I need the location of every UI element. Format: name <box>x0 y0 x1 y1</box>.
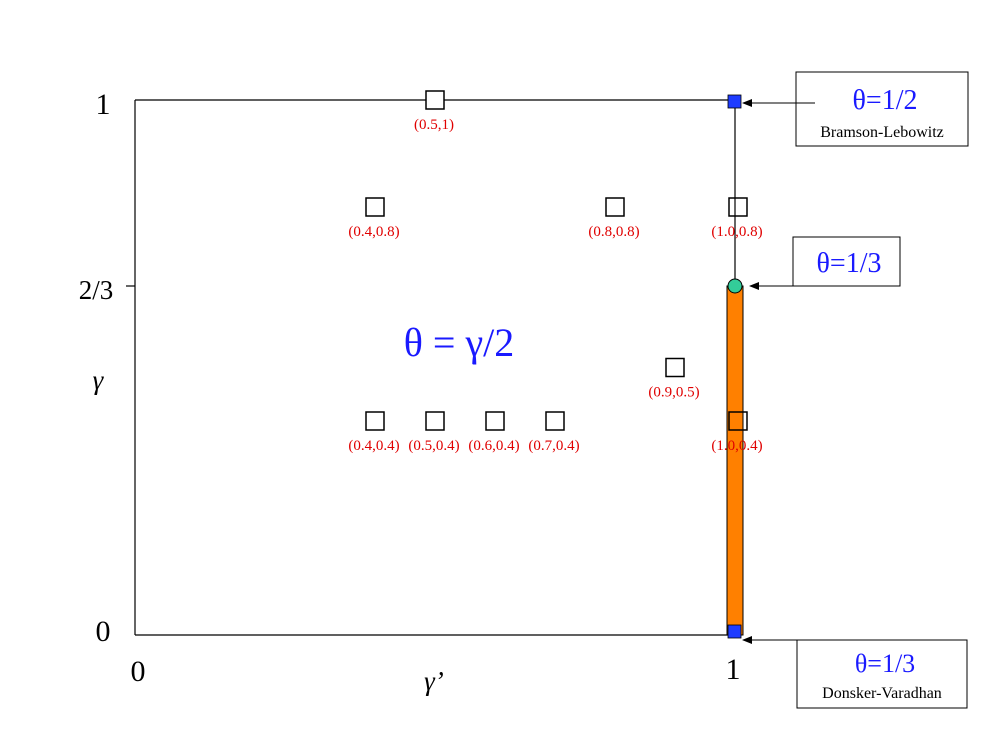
point-marker-8 <box>545 411 565 431</box>
callout-middle-box <box>792 236 901 287</box>
point-marker-4 <box>665 357 685 378</box>
point-marker-6 <box>425 411 445 431</box>
point-label-4: (0.9,0.5) <box>648 385 699 401</box>
callout-top-box <box>795 71 969 147</box>
point-label-5: (0.4,0.4) <box>348 438 399 454</box>
callout-donsker-varadhan: θ=1/3 Donsker-Varadhan <box>796 639 968 709</box>
point-label-1: (0.4,0.8) <box>348 224 399 240</box>
point-label-8: (0.7,0.4) <box>528 438 579 454</box>
point-label-9: (1.0,0.4) <box>711 438 762 454</box>
y-tick-label-two-thirds: 2/3 <box>79 275 114 305</box>
x-tick-label-1: 1 <box>726 653 741 686</box>
green-circle-marker <box>727 278 743 294</box>
x-axis-label: γ’ <box>424 666 444 696</box>
callout-top-theta: θ=1/2 <box>853 85 918 116</box>
point-label-3: (1.0,0.8) <box>711 224 762 240</box>
point-marker-1 <box>365 197 385 217</box>
data-points-group: (0.5,1) (0.4,0.8) (0.8,0.8) (1.0,0.8) (0.9,0… <box>348 90 763 454</box>
callout-bottom-theta: θ=1/3 <box>855 649 915 678</box>
orange-theta-third-bar <box>726 285 744 636</box>
callout-top-name: Bramson-Lebowitz <box>820 124 944 141</box>
point-marker-7 <box>485 411 505 431</box>
callout-bottom-box <box>796 639 968 709</box>
point-marker-2 <box>605 197 625 217</box>
y-tick-label-0: 0 <box>96 615 111 648</box>
point-label-6: (0.5,0.4) <box>408 438 459 454</box>
point-label-7: (0.6,0.4) <box>468 438 519 454</box>
center-theta-formula: θ = γ/2 <box>404 320 515 365</box>
point-label-2: (0.8,0.8) <box>588 224 639 240</box>
point-label-0: (0.5,1) <box>414 117 454 133</box>
x-tick-label-0: 0 <box>131 655 146 688</box>
callout-middle: θ=1/3 <box>792 236 901 287</box>
y-tick-label-1: 1 <box>96 88 111 121</box>
blue-square-bottom-marker <box>727 624 742 639</box>
callout-bramson-lebowitz: θ=1/2 Bramson-Lebowitz <box>795 71 969 147</box>
blue-square-top-marker <box>727 94 742 109</box>
callout-bottom-name: Donsker-Varadhan <box>822 685 942 702</box>
callout-middle-theta: θ=1/3 <box>817 248 882 279</box>
point-marker-0 <box>425 90 445 110</box>
point-marker-3 <box>728 197 748 217</box>
point-marker-5 <box>365 411 385 431</box>
point-marker-9 <box>728 411 748 431</box>
y-axis-label: γ <box>93 365 105 395</box>
